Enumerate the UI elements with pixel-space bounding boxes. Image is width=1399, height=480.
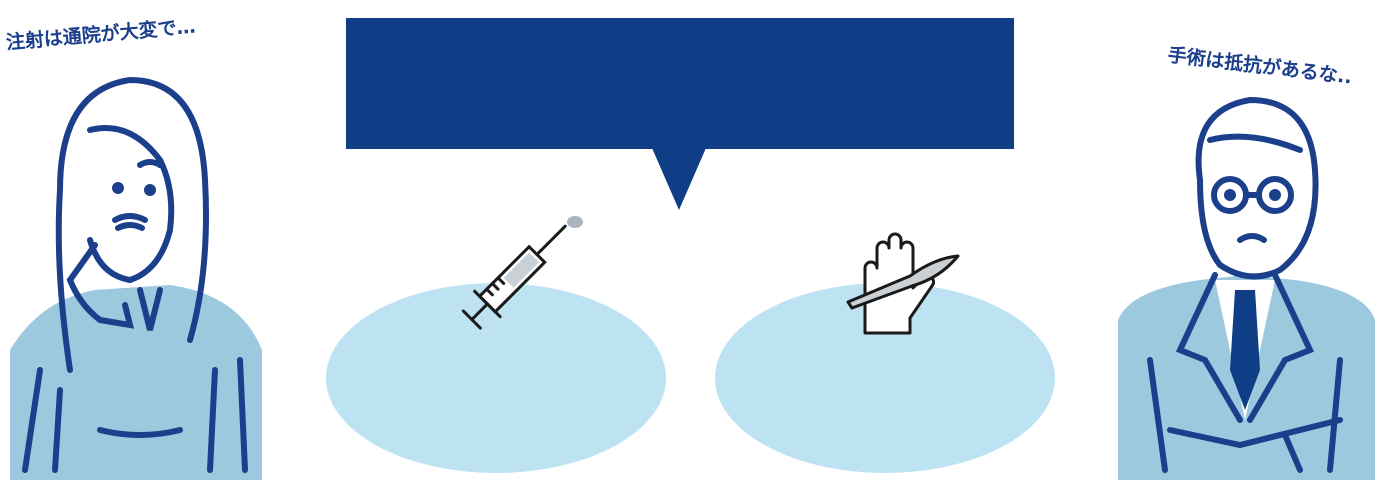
surgery-glove-scalpel-icon: [846, 232, 960, 335]
speech-bubble-tail: [652, 148, 706, 210]
man-thought-caption: 手術は抵抗があるな..: [1166, 44, 1354, 89]
worried-man-illustration: [1118, 96, 1375, 480]
woman-thought-caption: 注射は通院が大変で…: [5, 15, 197, 54]
speech-bubble: [346, 18, 1014, 149]
worried-woman-illustration: [10, 76, 262, 480]
syringe-icon: [461, 216, 583, 330]
